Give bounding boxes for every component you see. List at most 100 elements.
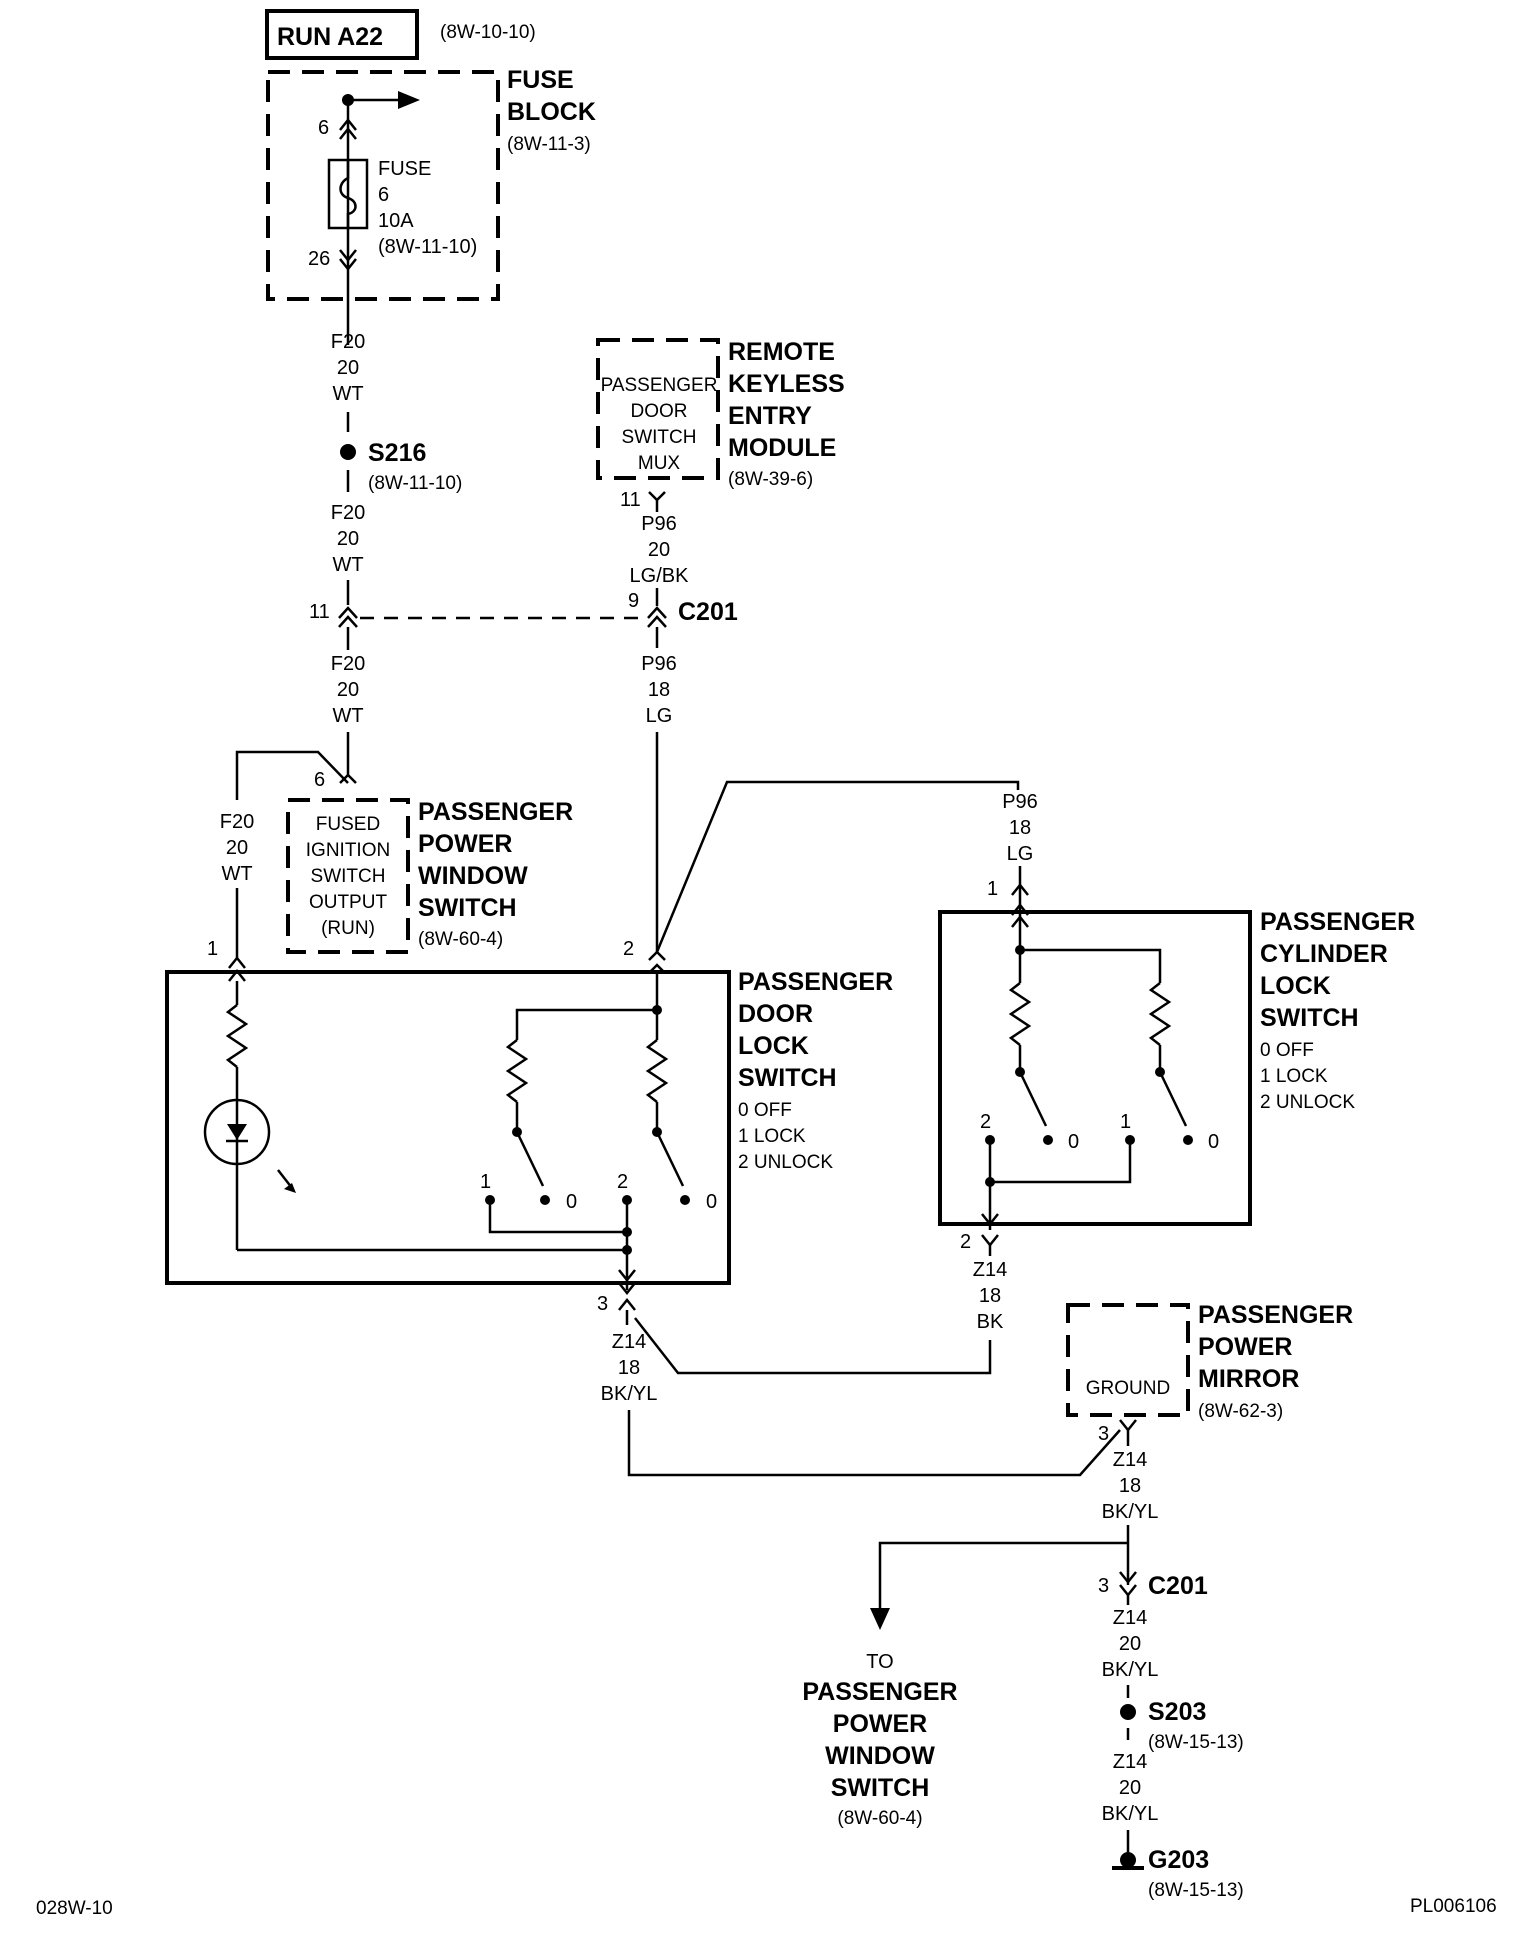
cylinder-sw-a-0: 0 <box>1068 1131 1079 1153</box>
fuse-block-box <box>266 70 500 301</box>
rke-title-3: ENTRY <box>728 402 812 430</box>
c201-bottom-pin: 3 <box>1098 1575 1109 1597</box>
ppw-inner-5: (RUN) <box>321 918 375 939</box>
wire-f20-c-color: WT <box>332 705 363 727</box>
wire-f20-c-gauge: 20 <box>337 679 359 701</box>
door-lock-sw-a-contact-0 <box>540 1195 550 1205</box>
wire-f20-b-circuit: F20 <box>331 502 365 524</box>
splice-s203-ref: (8W-15-13) <box>1148 1732 1244 1753</box>
cylinder-junction-bottom <box>985 1177 995 1187</box>
wire-z14-to-door-lock <box>634 1317 992 1375</box>
c201-top-name: C201 <box>678 598 738 626</box>
cylinder-sw-b-blade <box>1158 1071 1188 1127</box>
cylinder-lock-pos-1: 1 LOCK <box>1260 1066 1328 1087</box>
wire-p96-20-gauge: 20 <box>648 539 670 561</box>
wire-z14-18-bkyl-a-circuit: Z14 <box>612 1331 646 1353</box>
fuse-element <box>339 160 357 228</box>
fuse-block-title-1: FUSE <box>507 66 574 94</box>
wire-f20-d-circuit: F20 <box>220 811 254 833</box>
door-lock-junction-b <box>622 1245 632 1255</box>
fuse-connector-6 <box>339 117 357 140</box>
ppw-inner-3: SWITCH <box>311 866 386 887</box>
to-ppw-ref: (8W-60-4) <box>837 1808 922 1829</box>
wire-z14-18-bkyl-b-color: BK/YL <box>1102 1501 1159 1523</box>
cylinder-lock-pos-2: 2 UNLOCK <box>1260 1092 1355 1113</box>
ppw-title-2: POWER <box>418 830 512 858</box>
wire-f20-b-color: WT <box>332 554 363 576</box>
ppw-title-1: PASSENGER <box>418 798 573 826</box>
door-lock-sw-a-0: 0 <box>566 1191 577 1213</box>
door-lock-pin-3: 3 <box>597 1293 608 1315</box>
fuse-block-title-2: BLOCK <box>507 98 596 126</box>
wire-p96-20-circuit: P96 <box>641 513 677 535</box>
rke-box <box>596 338 720 480</box>
cylinder-lock-switch-box <box>938 910 1252 1226</box>
door-lock-sw-a-1: 1 <box>480 1171 491 1193</box>
cylinder-lock-pos-0: 0 OFF <box>1260 1040 1314 1061</box>
fuse-pin-26: 26 <box>308 248 330 270</box>
fuse-pin-6: 6 <box>318 117 329 139</box>
rke-ref: (8W-39-6) <box>728 469 813 490</box>
fuse-label-ref: (8W-11-10) <box>378 236 477 258</box>
wire-z14-18-bk-color: BK <box>977 1311 1004 1333</box>
ppw-connector-6 <box>339 773 357 784</box>
wire-z14-20-a-circuit: Z14 <box>1113 1607 1147 1629</box>
cylinder-branch-right <box>1020 948 1162 983</box>
wire-z14-to-mirror <box>627 1410 1121 1477</box>
cylinder-sw-b-contact-0 <box>1183 1135 1193 1145</box>
door-lock-title-2: DOOR <box>738 1000 813 1028</box>
run-a22-ref: (8W-10-10) <box>440 22 536 43</box>
ground-g203-ref: (8W-15-13) <box>1148 1880 1244 1901</box>
door-lock-title-1: PASSENGER <box>738 968 893 996</box>
mirror-title-2: POWER <box>1198 1333 1292 1361</box>
fuse-label-3: 10A <box>378 210 414 232</box>
rke-inner-3: SWITCH <box>622 427 697 448</box>
ground-g203-name: G203 <box>1148 1846 1209 1874</box>
ppw-ref: (8W-60-4) <box>418 929 503 950</box>
wire-z14-18-bk-circuit: Z14 <box>973 1259 1007 1281</box>
ppw-pin-6: 6 <box>314 769 325 791</box>
to-ppw-line-2: PASSENGER <box>802 1678 957 1706</box>
ppw-title-4: SWITCH <box>418 894 517 922</box>
wire-p96-to-cylinder <box>655 780 1020 953</box>
splice-s216-dot <box>340 444 356 460</box>
c201-pin-9: 9 <box>628 590 639 612</box>
wire-f20-b-gauge: 20 <box>337 528 359 550</box>
door-lock-title-4: SWITCH <box>738 1064 837 1092</box>
door-lock-pos-0: 0 OFF <box>738 1100 792 1121</box>
wire-z14-20-b-circuit: Z14 <box>1113 1751 1147 1773</box>
mirror-title-3: MIRROR <box>1198 1365 1299 1393</box>
to-ppw-line-3: POWER <box>833 1710 927 1738</box>
door-lock-sw-b-blade <box>655 1131 685 1187</box>
rke-connector-11 <box>648 491 666 502</box>
cylinder-sw-a-contact-0 <box>1043 1135 1053 1145</box>
wire-z14-20-a-gauge: 20 <box>1119 1633 1141 1655</box>
to-ppw-line-1: TO <box>866 1651 893 1673</box>
fuse-label-1: FUSE <box>378 158 431 180</box>
c201-connector-right <box>647 606 667 628</box>
cylinder-sw-a-2: 2 <box>980 1111 991 1133</box>
door-lock-sw-b-contact-0 <box>680 1195 690 1205</box>
to-ppw-line-5: SWITCH <box>831 1774 930 1802</box>
splice-s216-name: S216 <box>368 439 426 467</box>
rke-inner-2: DOOR <box>631 401 688 422</box>
wire-p96-18-b-circuit: P96 <box>1002 791 1038 813</box>
wire-p96-18-b-color: LG <box>1007 843 1034 865</box>
to-ppw-arrow <box>870 1608 890 1630</box>
ppw-inner-4: OUTPUT <box>309 892 388 913</box>
wire-p96-18-a-circuit: P96 <box>641 653 677 675</box>
cylinder-sw-b-return <box>990 1140 1132 1184</box>
door-lock-title-3: LOCK <box>738 1032 809 1060</box>
cylinder-resistor-2 <box>1148 982 1172 1046</box>
c201-pin-11: 11 <box>309 601 330 623</box>
c201-connector-left <box>338 606 358 628</box>
mirror-connector-3 <box>1119 1419 1137 1433</box>
door-lock-sw-a-return <box>488 1200 627 1234</box>
door-lock-pos-2: 2 UNLOCK <box>738 1152 833 1173</box>
rke-pin-11: 11 <box>620 489 641 511</box>
footer-left-code: 028W-10 <box>36 1898 113 1919</box>
footer-right-code: PL006106 <box>1410 1896 1497 1917</box>
ppw-inner-2: IGNITION <box>306 840 390 861</box>
cylinder-lock-title-3: LOCK <box>1260 972 1331 1000</box>
